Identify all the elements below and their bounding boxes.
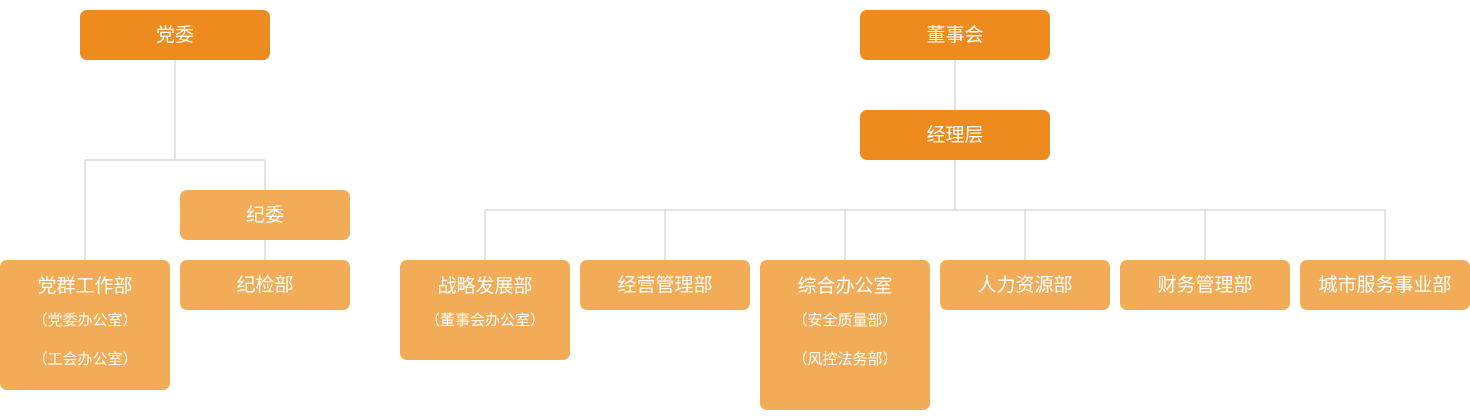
node-label: 董事会 (926, 24, 984, 46)
node-label: 党委 (155, 24, 194, 46)
node-label: 纪检部 (236, 274, 294, 296)
node-party-committee[interactable]: 党委 (80, 10, 270, 60)
node-party-affairs-dept[interactable]: 党群工作部 （党委办公室） （工会办公室） (0, 260, 170, 390)
node-dept-hr[interactable]: 人力资源部 (940, 260, 1110, 310)
node-label: 战略发展部 (437, 275, 533, 297)
node-label: 人力资源部 (977, 274, 1073, 296)
node-label: 党群工作部 (37, 275, 133, 297)
node-dept-finance[interactable]: 财务管理部 (1120, 260, 1290, 310)
node-label: 经营管理部 (617, 274, 713, 296)
node-management[interactable]: 经理层 (860, 110, 1050, 160)
node-discipline-committee[interactable]: 纪委 (180, 190, 350, 240)
node-dept-strategy[interactable]: 战略发展部 （董事会办公室） (400, 260, 570, 360)
node-note: （工会办公室） (32, 350, 138, 368)
node-label: 城市服务事业部 (1318, 274, 1452, 296)
node-label: 财务管理部 (1157, 274, 1253, 296)
node-label: 综合办公室 (797, 275, 893, 297)
node-label: 纪委 (245, 204, 284, 226)
node-dept-general-office[interactable]: 综合办公室 （安全质量部） （风控法务部） (760, 260, 930, 410)
node-board[interactable]: 董事会 (860, 10, 1050, 60)
node-discipline-inspection-dept[interactable]: 纪检部 (180, 260, 350, 310)
node-note: （风控法务部） (792, 350, 898, 368)
node-dept-city-services[interactable]: 城市服务事业部 (1300, 260, 1470, 310)
node-note: （党委办公室） (32, 311, 138, 329)
node-note: （董事会办公室） (424, 311, 545, 329)
node-label: 经理层 (926, 124, 984, 146)
node-note: （安全质量部） (792, 311, 898, 329)
node-dept-operations[interactable]: 经营管理部 (580, 260, 750, 310)
